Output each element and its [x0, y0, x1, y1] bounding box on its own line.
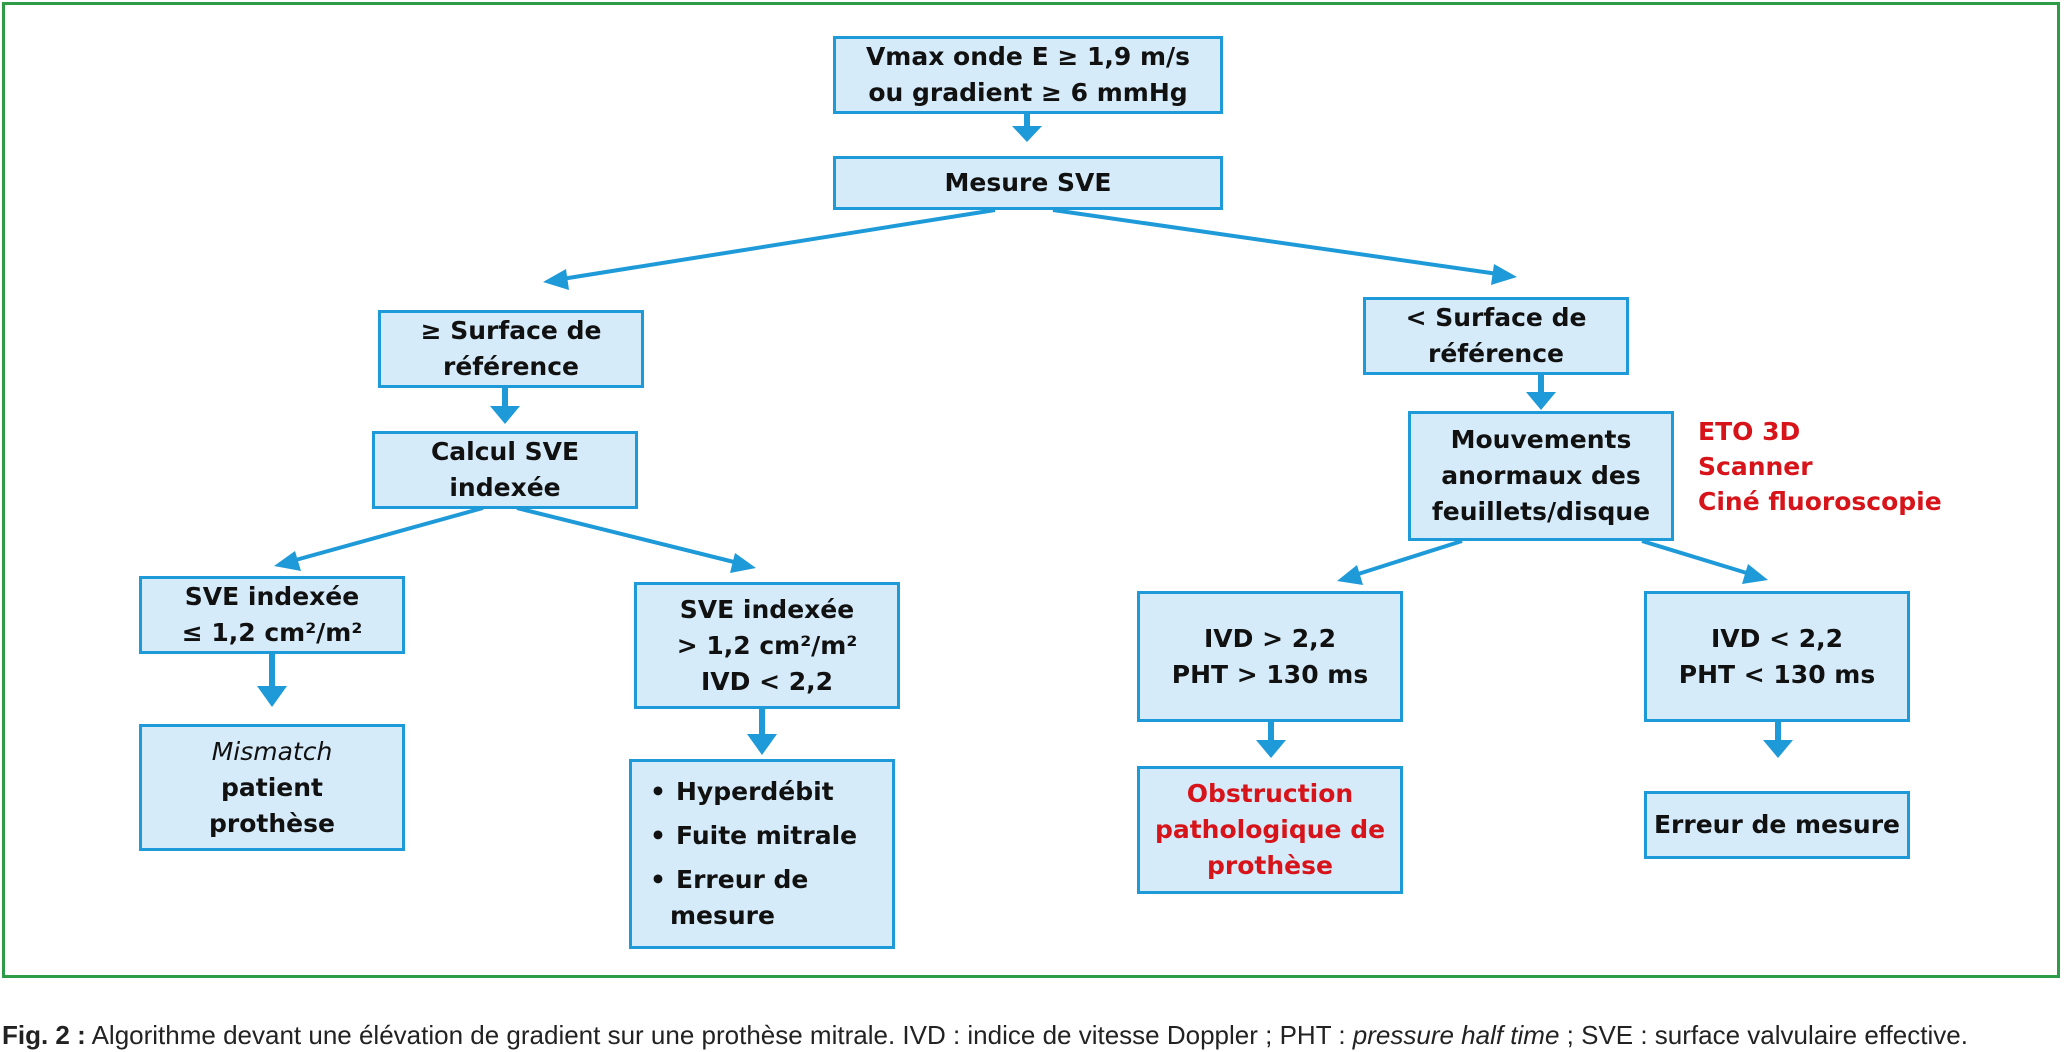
node-line: IVD < 2,2 [1710, 623, 1844, 653]
list-item-label: Fuite mitrale [676, 821, 858, 850]
caption-text: Algorithme devant une élévation de gradi… [85, 1020, 1353, 1050]
diagram-frame [2, 2, 2060, 978]
node-line: Mesure SVE [944, 168, 1112, 197]
node-line: PHT < 130 ms [1678, 659, 1876, 689]
bullet-icon: • [650, 821, 666, 850]
side-note-line: Scanner [1698, 452, 1813, 481]
node-vmax-condition: Vmax onde E ≥ 1,9 m/s ou gradient ≥ 6 mm… [833, 36, 1223, 114]
node-line: < Surface de [1405, 303, 1587, 332]
node-line: SVE indexée [184, 582, 360, 611]
caption-italic: pressure half time [1352, 1020, 1560, 1050]
bullet-icon: • [650, 777, 666, 806]
node-line: prothèse [209, 808, 335, 838]
node-surface-ge-reference: ≥ Surface de référence [378, 310, 644, 388]
node-causes-list: • Hyperdébit • Fuite mitrale • Erreur de me… [629, 759, 895, 949]
node-line: pathologique de [1154, 815, 1386, 844]
node-line: > 1,2 cm²/m² [676, 630, 858, 660]
node-line: SVE indexée [679, 594, 855, 624]
caption-text-end: ; SVE : surface valvulaire effective. [1559, 1020, 1968, 1050]
node-line: Calcul SVE [430, 437, 580, 466]
arrow-mouvements-to-ivd-gt [1337, 539, 1463, 585]
list-item-continuation: mesure [670, 901, 775, 930]
node-obstruction-pathologique: Obstruction pathologique de prothèse [1137, 766, 1403, 894]
side-note-line: Ciné fluoroscopie [1698, 487, 1942, 516]
side-note-line: ETO 3D [1698, 417, 1801, 446]
node-line-italic: Mismatch [211, 736, 333, 766]
node-sve-indexee-le: SVE indexée ≤ 1,2 cm²/m² [139, 576, 405, 654]
arrow-calcul-to-sve-gt [516, 506, 756, 573]
bullet-icon: • [650, 865, 666, 894]
arrow-mouvements-to-ivd-lt [1641, 539, 1768, 584]
node-line: Obstruction [1186, 779, 1354, 808]
list-item-label: Erreur de [676, 865, 809, 894]
node-line: feuillets/disque [1431, 497, 1651, 526]
arrow-mesure-to-surface-ge [543, 208, 996, 290]
node-mismatch-patient-prothese: Mismatch patient prothèse [139, 724, 405, 851]
node-line: IVD > 2,2 [1203, 623, 1337, 653]
node-surface-lt-reference: < Surface de référence [1363, 297, 1629, 375]
node-line: référence [443, 352, 579, 381]
arrow-calcul-to-sve-le [274, 506, 484, 571]
node-sve-indexee-gt: SVE indexée > 1,2 cm²/m² IVD < 2,2 [634, 582, 900, 709]
list-item: • Hyperdébit [650, 774, 834, 810]
caption-label: Fig. 2 : [2, 1020, 86, 1050]
side-note-exams: ETO 3D Scanner Ciné fluoroscopie [1698, 414, 1942, 519]
arrow-sve-le-to-mismatch [257, 654, 287, 707]
arrow-sve-gt-to-causes [747, 709, 777, 755]
node-mesure-sve: Mesure SVE [833, 156, 1223, 210]
node-erreur-de-mesure: Erreur de mesure [1644, 791, 1910, 859]
node-line: référence [1428, 339, 1564, 368]
node-ivd-lt: IVD < 2,2 PHT < 130 ms [1644, 591, 1910, 722]
node-line: IVD < 2,2 [700, 666, 834, 696]
node-line: ou gradient ≥ 6 mmHg [868, 78, 1188, 107]
list-item: • Erreur de [650, 862, 808, 898]
arrow-ivd-lt-to-erreur [1763, 722, 1793, 758]
arrow-surface-ge-to-calcul [490, 388, 520, 424]
figure-caption: Fig. 2 : Algorithme devant une élévation… [2, 1020, 1968, 1051]
node-line: patient [221, 772, 323, 802]
node-line: PHT > 130 ms [1171, 659, 1369, 689]
arrow-surface-lt-to-mouvements [1526, 375, 1556, 410]
node-line: indexée [449, 473, 561, 502]
node-line: anormaux des [1441, 461, 1641, 490]
node-line: ≥ Surface de [420, 316, 602, 345]
node-line: Erreur de mesure [1653, 810, 1901, 839]
node-calcul-sve-indexee: Calcul SVE indexée [372, 431, 638, 509]
arrow-vmax-to-mesure [1012, 112, 1042, 142]
list-item: • Fuite mitrale [650, 818, 857, 854]
arrow-mesure-to-surface-lt [1052, 208, 1517, 285]
node-mouvements-anormaux: Mouvements anormaux des feuillets/disque [1408, 411, 1674, 541]
list-item-label: Hyperdébit [676, 777, 834, 806]
node-line: Vmax onde E ≥ 1,9 m/s [865, 42, 1191, 71]
node-ivd-gt: IVD > 2,2 PHT > 130 ms [1137, 591, 1403, 722]
node-line: Mouvements [1450, 425, 1632, 454]
node-line: prothèse [1207, 851, 1333, 880]
arrow-ivd-gt-to-obstruction [1256, 722, 1286, 758]
node-line: ≤ 1,2 cm²/m² [181, 618, 363, 647]
